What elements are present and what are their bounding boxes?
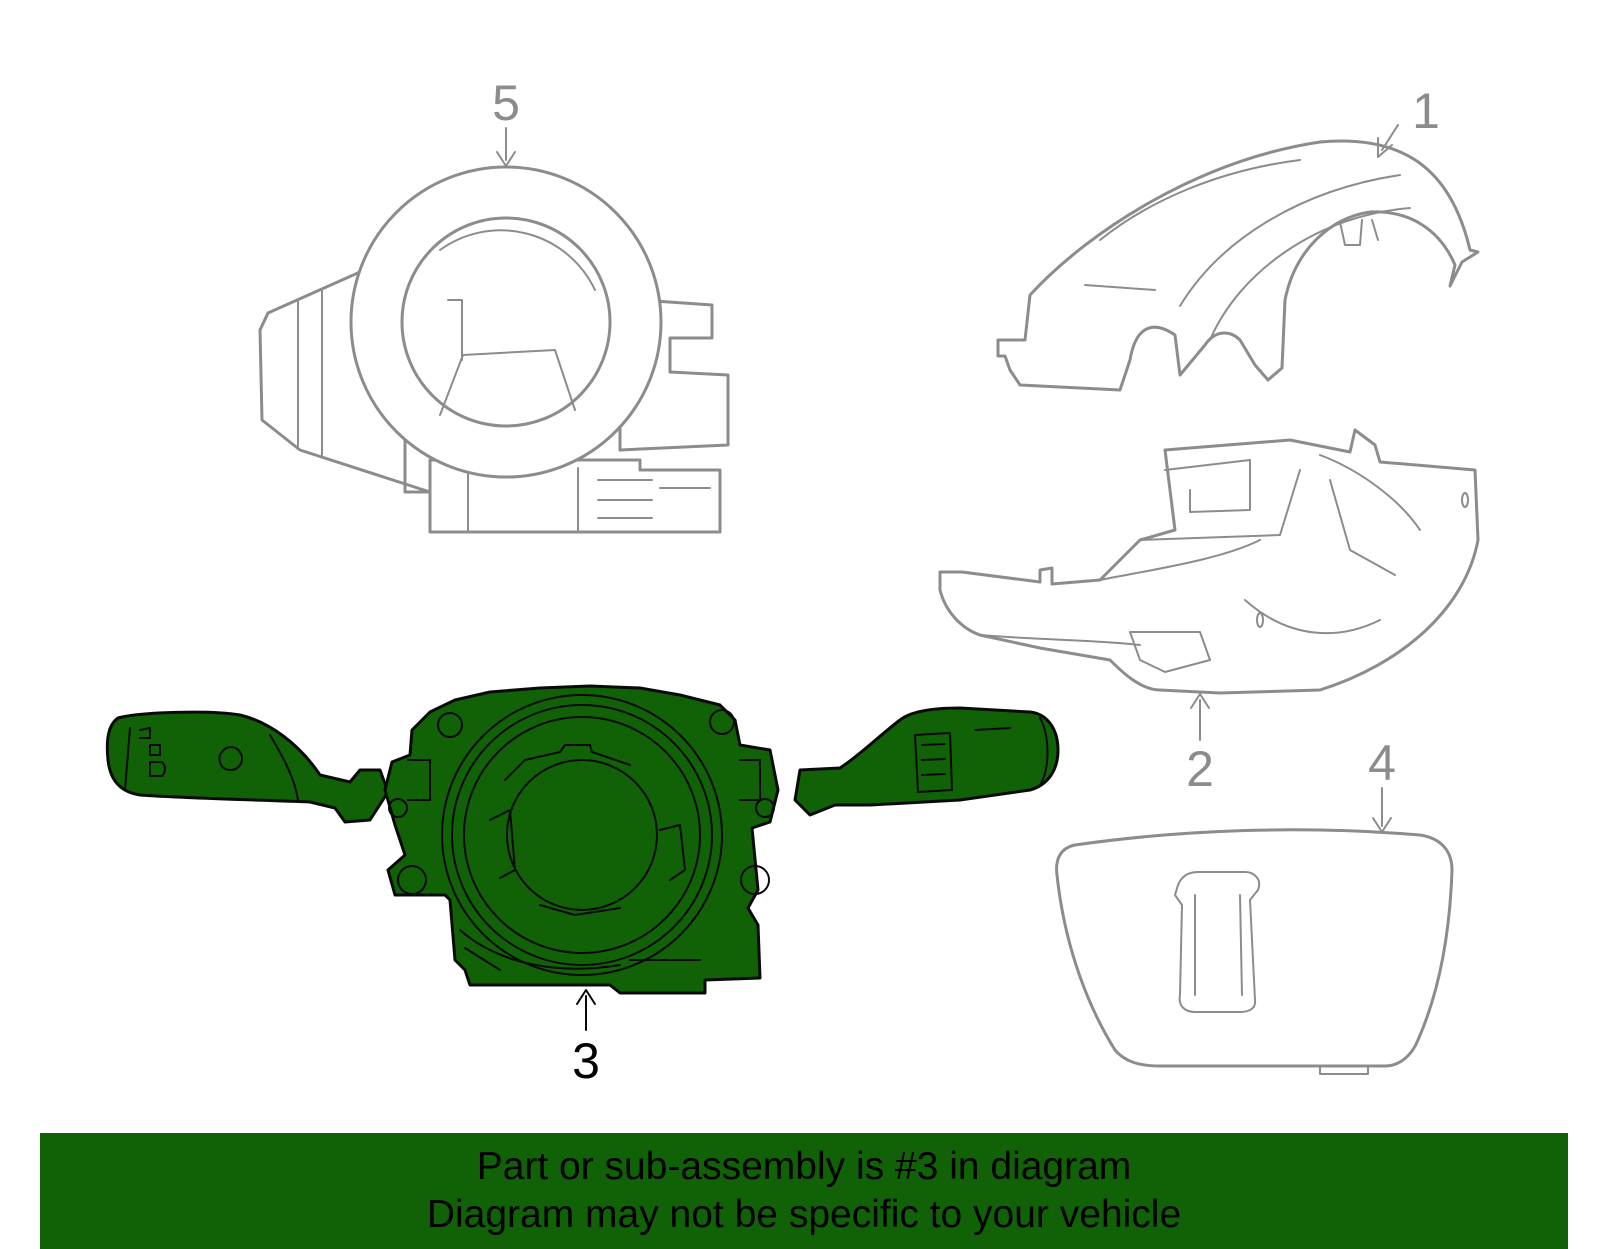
upper-column-cover-icon[interactable] — [996, 124, 1480, 392]
info-banner: Part or sub-assembly is #3 in diagram Di… — [40, 1133, 1568, 1249]
callout-2[interactable]: 2 — [1186, 741, 1214, 797]
banner-line-1: Part or sub-assembly is #3 in diagram — [476, 1145, 1132, 1188]
lower-column-cover-icon[interactable] — [938, 428, 1480, 741]
callout-3[interactable]: 3 — [572, 1033, 600, 1089]
banner-background — [40, 1133, 1568, 1249]
steering-wheel-switch-trim-icon[interactable] — [1055, 787, 1454, 1075]
callout-5[interactable]: 5 — [492, 75, 520, 131]
banner-line-2: Diagram may not be specific to your vehi… — [426, 1193, 1182, 1236]
callout-4[interactable]: 4 — [1368, 735, 1396, 791]
combination-switch-icon[interactable] — [105, 684, 1060, 1031]
callout-1[interactable]: 1 — [1412, 83, 1440, 139]
clockspring-icon[interactable] — [258, 127, 730, 534]
